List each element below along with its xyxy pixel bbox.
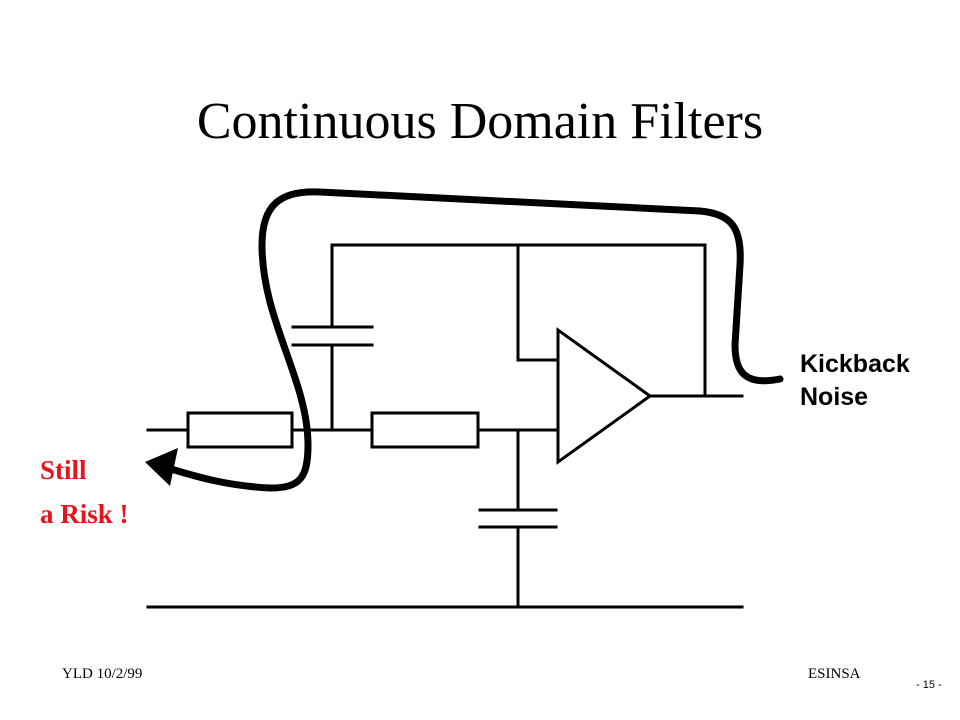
risk-label-line2: a Risk ! bbox=[40, 499, 129, 529]
kickback-noise-path bbox=[164, 188, 784, 492]
page-number: - 15 - bbox=[916, 679, 942, 691]
opamp-triangle bbox=[556, 327, 653, 465]
resistor-1 bbox=[186, 411, 294, 449]
kickback-noise-label: Kickback Noise bbox=[800, 348, 910, 414]
arrow-head-icon bbox=[145, 448, 178, 486]
kickback-label-line1: Kickback bbox=[800, 350, 910, 378]
kickback-label-line2: Noise bbox=[800, 383, 869, 411]
slide-title: Continuous Domain Filters bbox=[196, 93, 764, 150]
footer-organization: ESINSA bbox=[808, 666, 861, 682]
risk-label-line1: Still bbox=[40, 455, 87, 485]
resistor-2 bbox=[370, 411, 480, 449]
risk-label: Still a Risk ! bbox=[40, 448, 129, 536]
footer-author-date: YLD 10/2/99 bbox=[62, 666, 143, 682]
